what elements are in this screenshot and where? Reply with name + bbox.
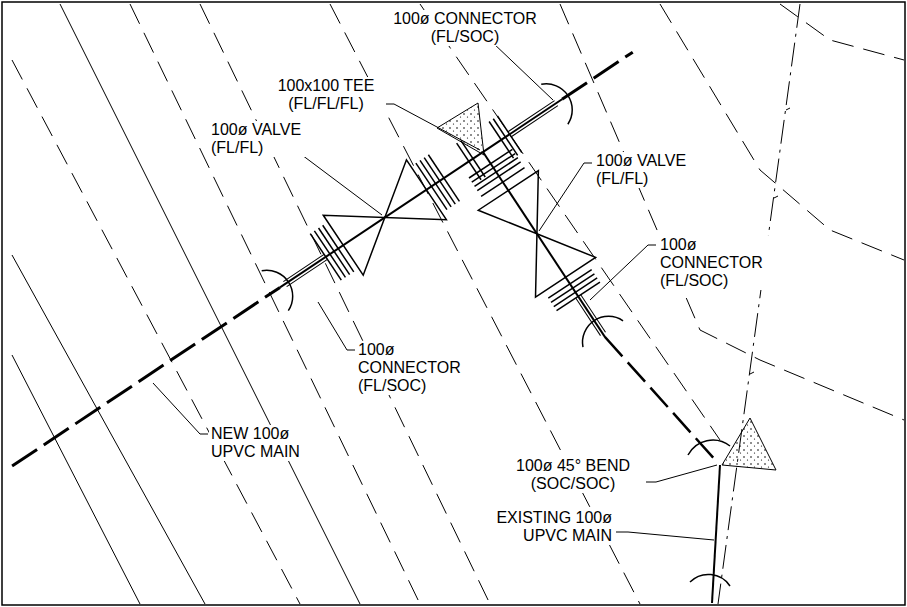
- callout-label: 100ø CONNECTOR (FL/SOC): [356, 341, 475, 395]
- callout-label: 100ø 45° BEND (SOC/SOC): [501, 457, 645, 493]
- callout-label: 100ø VALVE (FL/FL): [594, 152, 698, 188]
- leader-lines: [153, 42, 717, 540]
- thrust-block: [722, 418, 776, 470]
- callout-label: EXISTING 100ø UPVC MAIN: [485, 509, 614, 545]
- callout-label: 100x100 TEE (FL/FL/FL): [266, 77, 386, 113]
- main-pipe: [0, 22, 653, 496]
- callout-label: 100ø CONNECTOR (FL/SOC): [383, 10, 547, 46]
- thrust-block: [437, 103, 484, 155]
- background-lines: [12, 4, 904, 604]
- callout-label: NEW 100ø UPVC MAIN: [209, 425, 308, 461]
- callout-label: 100ø CONNECTOR (FL/SOC): [658, 236, 777, 290]
- callout-label: 100ø VALVE (FL/FL): [209, 121, 313, 157]
